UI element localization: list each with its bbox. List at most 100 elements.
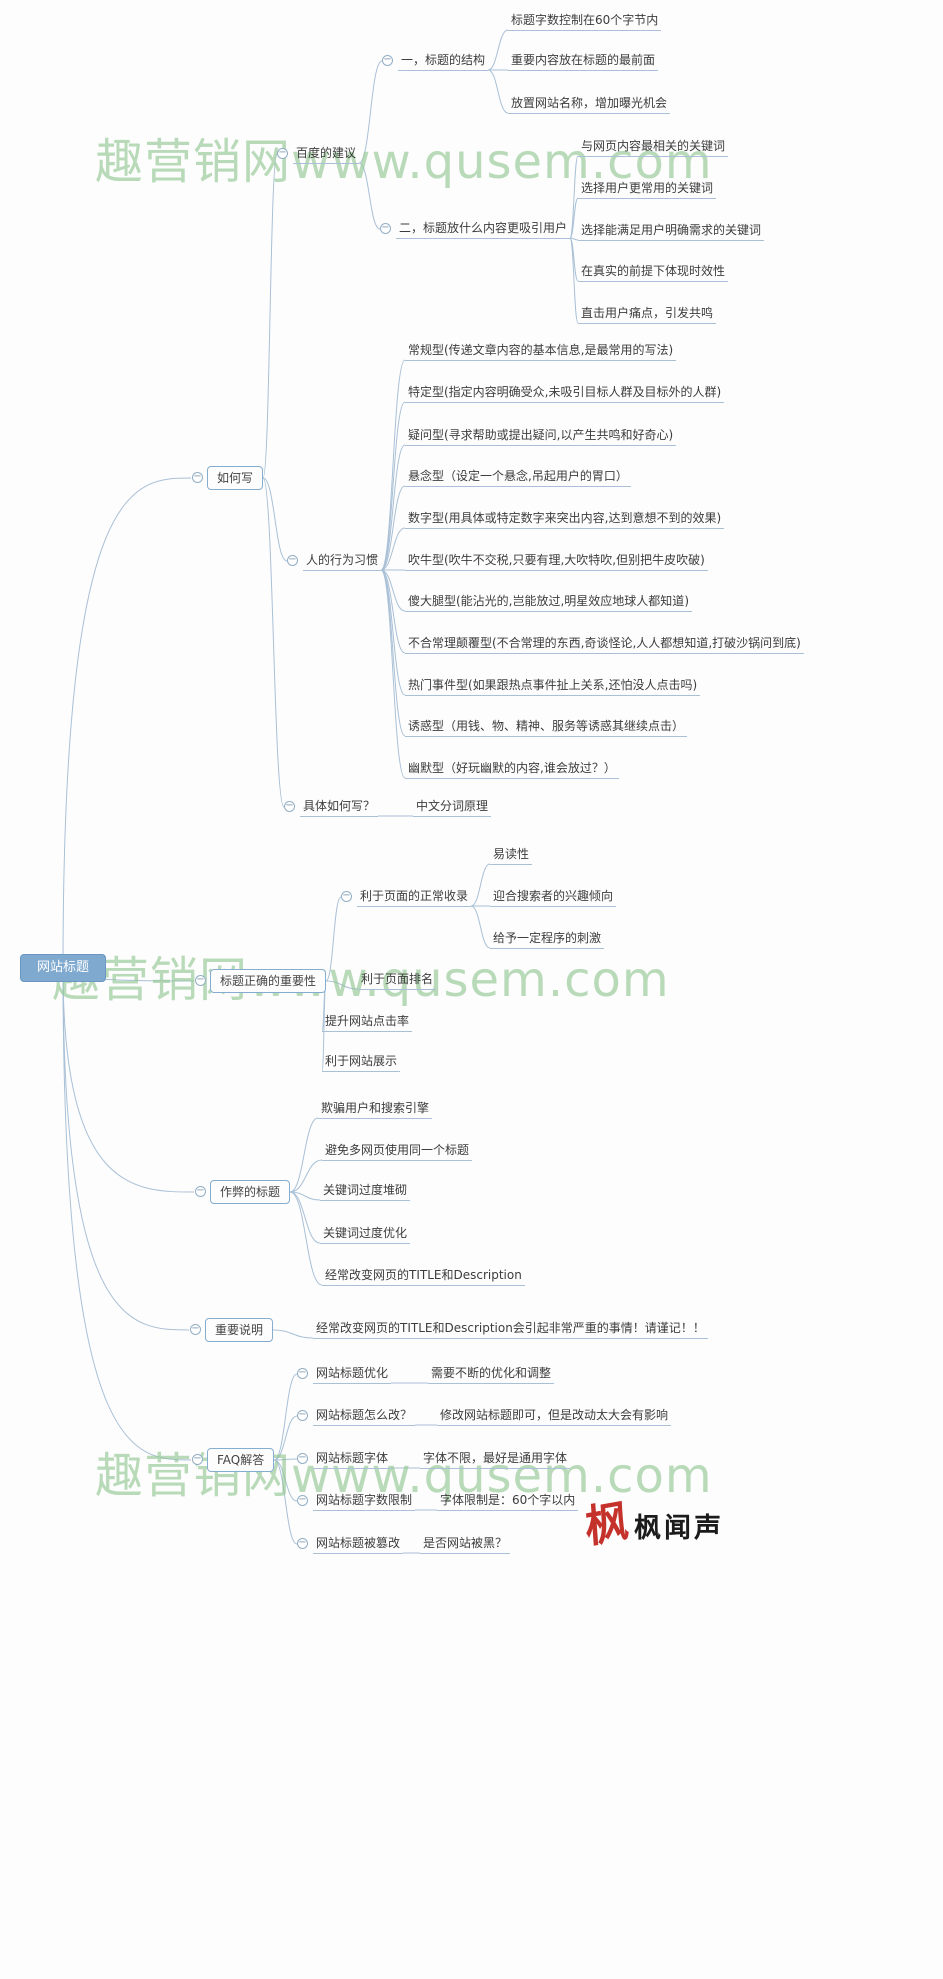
node-title-attract-content[interactable]: −二，标题放什么内容更吸引用户 <box>380 221 571 239</box>
node-title-type-item[interactable]: 诱惑型（用钱、物、精神、服务等诱惑其继续点击） <box>405 719 688 737</box>
collapse-icon[interactable]: − <box>192 1453 203 1465</box>
node-title-type-item[interactable]: 幽默型（好玩幽默的内容,谁会放过？） <box>405 761 619 779</box>
node-attract-item[interactable]: 选择能满足用户明确需求的关键词 <box>578 223 765 241</box>
node-label: 欺骗用户和搜索引擎 <box>321 1101 430 1115</box>
node-label: 是否网站被黑？ <box>423 1536 508 1550</box>
collapse-icon[interactable]: − <box>277 147 288 159</box>
collapse-icon[interactable]: − <box>297 1452 308 1464</box>
node-label: 网站标题怎么改？ <box>316 1408 413 1422</box>
node-title-structure[interactable]: −一，标题的结构 <box>382 53 489 71</box>
node-title-type-item[interactable]: 悬念型（设定一个悬念,吊起用户的胃口） <box>405 469 631 487</box>
node-faq-question[interactable]: −网站标题字数限制 <box>297 1493 416 1511</box>
collapse-icon[interactable]: − <box>297 1537 308 1549</box>
node-label: 特定型(指定内容明确受众,未吸引目标人群及目标外的人群) <box>408 385 722 399</box>
node-title-structure-item[interactable]: 放置网站名称，增加曝光机会 <box>508 96 671 114</box>
node-faq-answer[interactable]: 字体不限，最好是通用字体 <box>420 1451 571 1469</box>
node-label: 热门事件型(如果跟热点事件扯上关系,还怕没人点击吗) <box>408 678 698 692</box>
collapse-icon[interactable]: − <box>287 554 298 566</box>
node-title-type-item[interactable]: 吹牛型(吹牛不交税,只要有理,大吹特吹,但别把牛皮吹破) <box>405 553 708 571</box>
node-faq-answer[interactable]: 是否网站被黑？ <box>420 1536 511 1554</box>
node-title-type-item[interactable]: 热门事件型(如果跟热点事件扯上关系,还怕没人点击吗) <box>405 678 701 696</box>
node-cheating-titles[interactable]: −作弊的标题 <box>195 1180 291 1204</box>
node-faq-question[interactable]: −网站标题优化 <box>297 1366 392 1384</box>
node-label: 二，标题放什么内容更吸引用户 <box>399 221 568 235</box>
node-benefit-display[interactable]: 利于网站展示 <box>322 1054 401 1072</box>
node-label: 与网页内容最相关的关键词 <box>581 139 726 153</box>
node-faq-answer[interactable]: 需要不断的优化和调整 <box>428 1366 555 1384</box>
node-label: 关键词过度堆砌 <box>323 1183 408 1197</box>
node-indexing-item[interactable]: 迎合搜索者的兴趣倾向 <box>490 889 617 907</box>
node-label: 经常改变网页的TITLE和Description会引起非常严重的事情！请谨记！！ <box>316 1321 705 1335</box>
node-important-note[interactable]: − 重要说明 <box>190 1318 274 1342</box>
node-label: 不合常理颠覆型(不合常理的东西,奇谈怪论,人人都想知道,打破沙锅问到底) <box>408 636 801 650</box>
node-chinese-segmentation[interactable]: 中文分词原理 <box>413 799 492 817</box>
node-title-type-item[interactable]: 数字型(用具体或特定数字来突出内容,达到意想不到的效果) <box>405 511 725 529</box>
node-label: 重要说明 <box>215 1323 264 1337</box>
node-label: 悬念型（设定一个悬念,吊起用户的胃口） <box>408 469 628 483</box>
node-label: 如何写 <box>217 471 254 485</box>
collapse-icon[interactable]: − <box>297 1494 308 1506</box>
node-title-type-item[interactable]: 不合常理颠覆型(不合常理的东西,奇谈怪论,人人都想知道,打破沙锅问到底) <box>405 636 804 654</box>
node-cheat-item[interactable]: 关键词过度优化 <box>320 1226 411 1244</box>
collapse-icon[interactable]: − <box>192 471 203 483</box>
node-indexing-item[interactable]: 易读性 <box>490 847 533 865</box>
node-cheat-item[interactable]: 欺骗用户和搜索引擎 <box>318 1101 433 1119</box>
node-faq-question[interactable]: −网站标题怎么改？ <box>297 1408 416 1426</box>
collapse-icon[interactable]: − <box>195 1185 206 1197</box>
node-user-behavior-habits[interactable]: −人的行为习惯 <box>287 553 382 571</box>
collapse-icon[interactable]: − <box>284 800 295 812</box>
collapse-icon[interactable]: − <box>341 890 352 902</box>
node-label: 给予一定程序的刺激 <box>493 931 602 945</box>
node-cheat-item[interactable]: 经常改变网页的TITLE和Description <box>322 1268 525 1286</box>
node-benefit-ranking[interactable]: 利于页面排名 <box>358 972 437 990</box>
collapse-icon[interactable]: − <box>297 1367 308 1379</box>
node-title-structure-item[interactable]: 标题字数控制在60个字节内 <box>508 13 662 31</box>
node-title-type-item[interactable]: 特定型(指定内容明确受众,未吸引目标人群及目标外的人群) <box>405 385 725 403</box>
node-title-type-item[interactable]: 疑问型(寻求帮助或提出疑问,以产生共鸣和好奇心) <box>405 428 677 446</box>
node-root-website-title[interactable]: 网站标题 <box>20 954 107 982</box>
node-benefit-indexing[interactable]: −利于页面的正常收录 <box>341 889 472 907</box>
node-label: 易读性 <box>493 847 530 861</box>
node-label: 网站标题优化 <box>316 1366 389 1380</box>
node-faq-answer[interactable]: 修改网站标题即可，但是改动太大会有影响 <box>437 1408 672 1426</box>
node-title-type-item[interactable]: 常规型(传递文章内容的基本信息,是最常用的写法) <box>405 343 677 361</box>
node-importance-of-correct-title[interactable]: −标题正确的重要性 <box>195 969 327 993</box>
node-faq-question[interactable]: −网站标题字体 <box>297 1451 392 1469</box>
node-label: 诱惑型（用钱、物、精神、服务等诱惑其继续点击） <box>408 719 685 733</box>
node-faq[interactable]: −FAQ解答 <box>192 1448 275 1472</box>
node-improve-ctr[interactable]: 提升网站点击率 <box>322 1014 413 1032</box>
node-label: 选择能满足用户明确需求的关键词 <box>581 223 762 237</box>
node-label: 网站标题字数限制 <box>316 1493 413 1507</box>
node-title-type-item[interactable]: 傻大腿型(能沾光的,岂能放过,明星效应地球人都知道) <box>405 594 692 612</box>
collapse-icon[interactable]: − <box>195 974 206 986</box>
node-label: 字体不限，最好是通用字体 <box>423 1451 568 1465</box>
node-label: 一，标题的结构 <box>401 53 486 67</box>
node-attract-item[interactable]: 选择用户更常用的关键词 <box>578 181 717 199</box>
collapse-icon[interactable]: − <box>297 1409 308 1421</box>
collapse-icon[interactable]: − <box>190 1323 201 1335</box>
node-label: 提升网站点击率 <box>325 1014 410 1028</box>
node-cheat-item[interactable]: 避免多网页使用同一个标题 <box>322 1143 473 1161</box>
node-attract-item[interactable]: 在真实的前提下体现时效性 <box>578 264 729 282</box>
node-label: 修改网站标题即可，但是改动太大会有影响 <box>440 1408 669 1422</box>
node-faq-question[interactable]: −网站标题被篡改 <box>297 1536 404 1554</box>
node-indexing-item[interactable]: 给予一定程序的刺激 <box>490 931 605 949</box>
collapse-icon[interactable]: − <box>380 222 391 234</box>
node-how-to-write[interactable]: − 如何写 <box>192 466 264 490</box>
node-title-structure-item[interactable]: 重要内容放在标题的最前面 <box>508 53 659 71</box>
node-how-to-write-specifically[interactable]: −具体如何写？ <box>284 799 379 817</box>
node-faq-answer[interactable]: 字体限制是：60个字以内 <box>437 1493 579 1511</box>
node-label: 标题字数控制在60个字节内 <box>511 13 659 27</box>
node-attract-item[interactable]: 直击用户痛点，引发共鸣 <box>578 306 717 324</box>
node-label: 常规型(传递文章内容的基本信息,是最常用的写法) <box>408 343 674 357</box>
node-note-detail[interactable]: 经常改变网页的TITLE和Description会引起非常严重的事情！请谨记！！ <box>313 1321 708 1339</box>
node-label: 具体如何写？ <box>303 799 376 813</box>
collapse-icon[interactable]: − <box>382 54 393 66</box>
node-label: 吹牛型(吹牛不交税,只要有理,大吹特吹,但别把牛皮吹破) <box>408 553 705 567</box>
node-baidu-suggestions[interactable]: −百度的建议 <box>277 146 360 164</box>
node-label: 网站标题被篡改 <box>316 1536 401 1550</box>
node-label: 字体限制是：60个字以内 <box>440 1493 576 1507</box>
node-label: 疑问型(寻求帮助或提出疑问,以产生共鸣和好奇心) <box>408 428 674 442</box>
node-cheat-item[interactable]: 关键词过度堆砌 <box>320 1183 411 1201</box>
node-attract-item[interactable]: 与网页内容最相关的关键词 <box>578 139 729 157</box>
